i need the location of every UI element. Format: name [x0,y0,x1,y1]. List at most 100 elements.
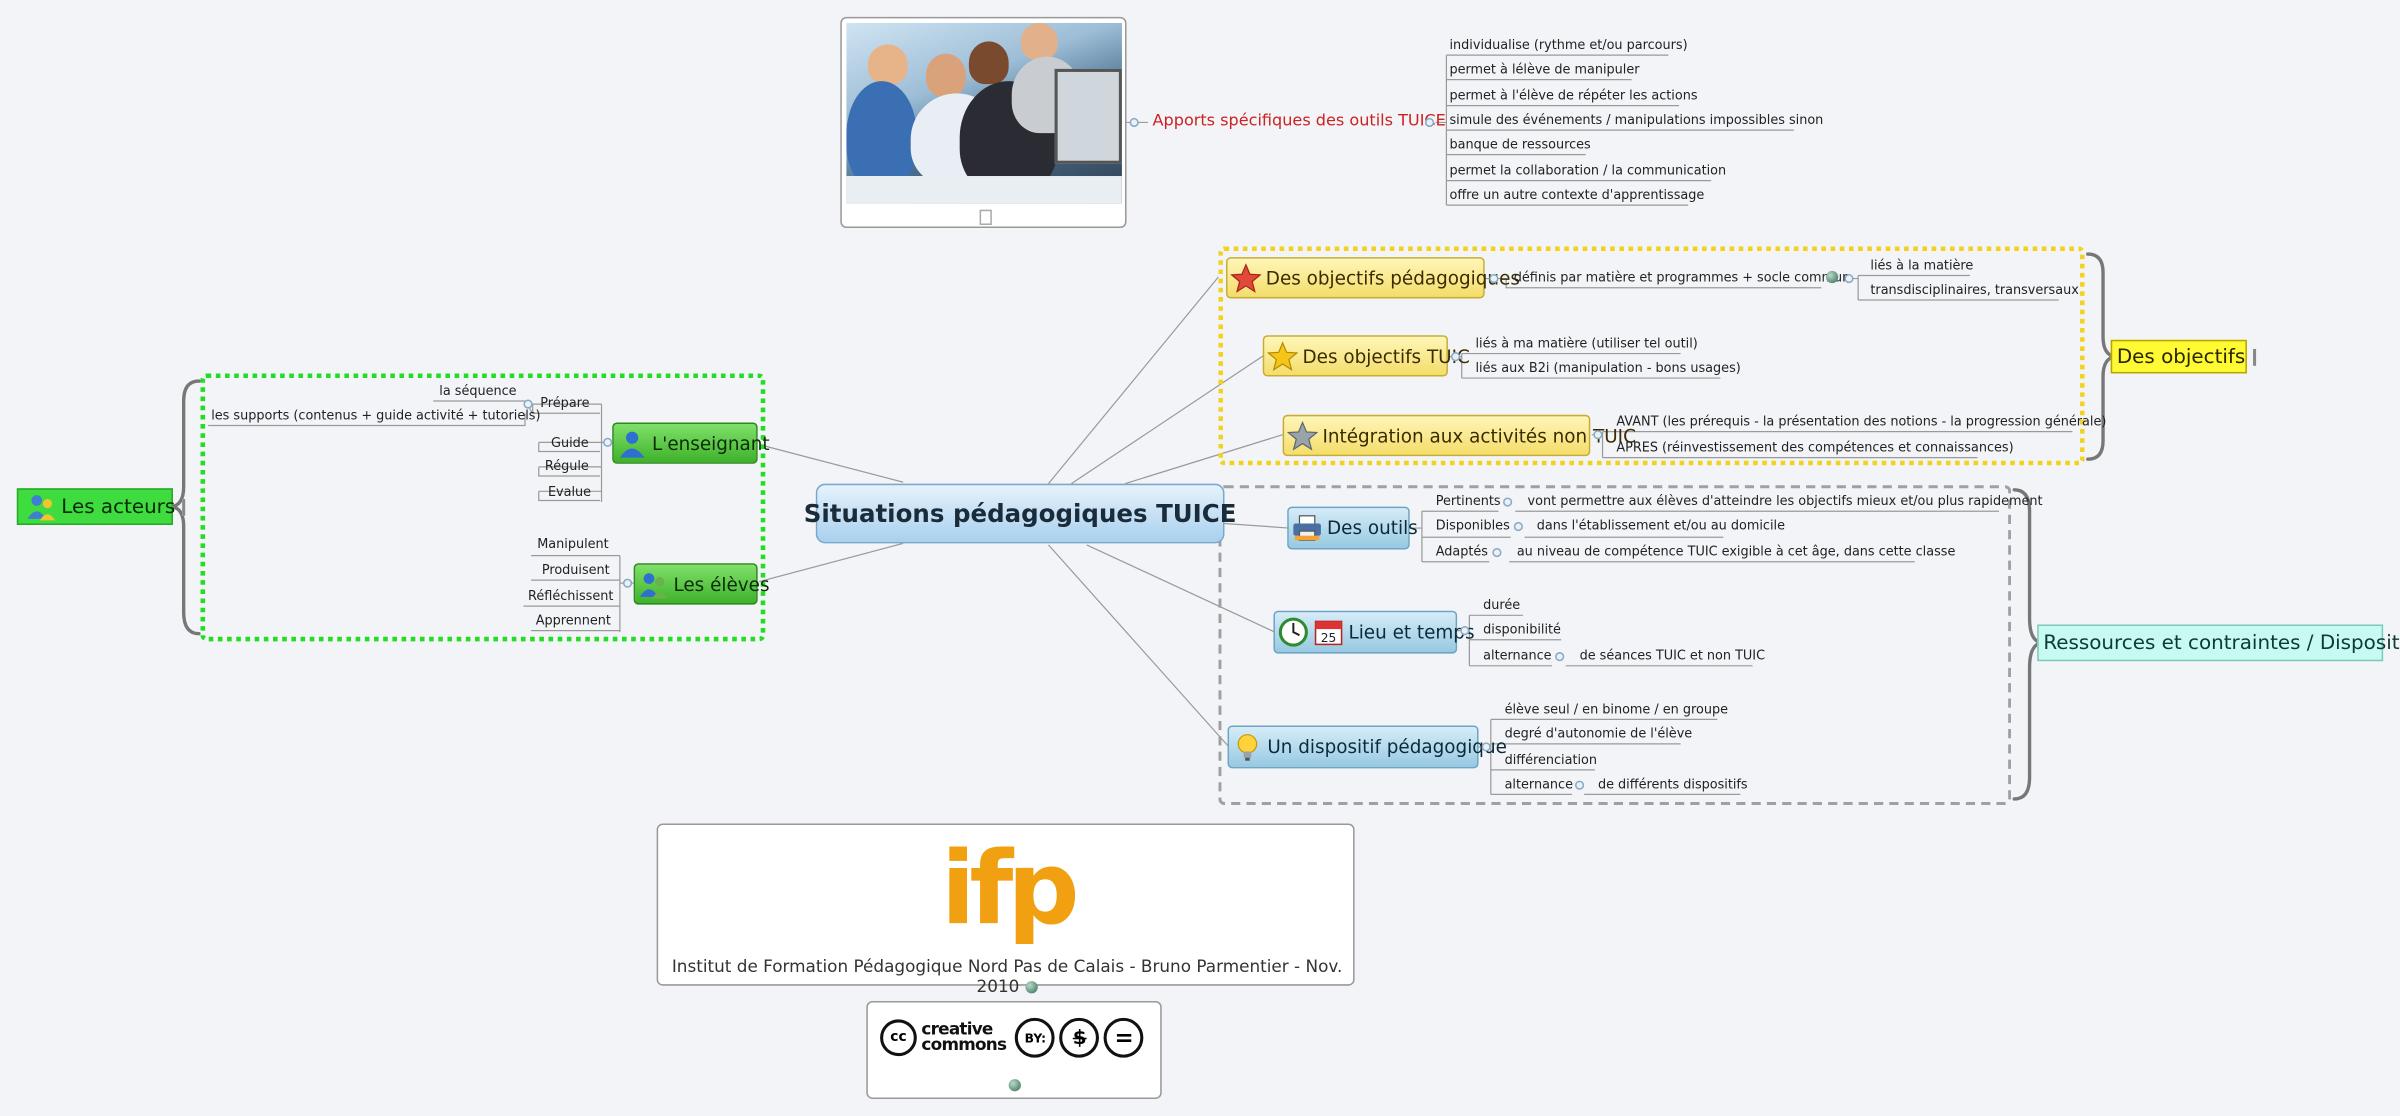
cc-word-commons: commons [921,1034,1007,1055]
central-topic[interactable]: Situations pédagogiques TUICE [804,483,1237,544]
topic-label: Les élèves [673,573,770,595]
cc-license-badge: cc creative commons BY: $ = [880,1017,1145,1058]
topic-objectifs-tuic[interactable]: Des objectifs TUIC [1262,335,1470,377]
creative-commons-frame: cc creative commons BY: $ = [866,1001,1162,1099]
leaf-disponibilite[interactable]: disponibilité [1483,621,1561,637]
collapse-handle[interactable] [1593,430,1603,440]
leaf-autonomie[interactable]: degré d'autonomie de l'élève [1504,725,1693,741]
leaf-avant[interactable]: AVANT (les prérequis - la présentation d… [1616,413,2107,429]
summary-les-acteurs[interactable]: Les acteurs [16,488,186,525]
leaf-tuic-matiere[interactable]: liés à ma matière (utiliser tel outil) [1475,335,1698,351]
summary-des-objectifs[interactable]: Des objectifs [2110,339,2257,374]
leaf-differenciation[interactable]: différenciation [1504,751,1598,767]
leaf-disponibles-value[interactable]: dans l'établissement et/ou au domicile [1536,517,1785,533]
collapse-handle[interactable] [1492,547,1502,558]
cc-nc-icon: $ [1059,1017,1100,1058]
attachment-icon [979,209,992,225]
topic-objectifs-pedagogiques[interactable]: Des objectifs pédagogiques [1226,257,1520,299]
ifp-credit-frame: ifp Institut de Formation Pédagogique No… [656,823,1355,996]
topic-enseignant[interactable]: L'enseignant [612,422,770,464]
leaf-manipulent[interactable]: Manipulent [537,535,609,552]
summary-ressources[interactable]: Ressources et contraintes / Dispositif [2037,624,2400,662]
collapse-handle[interactable] [1460,626,1470,636]
objectifs-boundary [1218,246,2085,466]
leaf-apport-6[interactable]: permet la collaboration / la communicati… [1449,162,1727,178]
leaf-evalue[interactable]: Evalue [547,483,592,499]
summary-label: Ressources et contraintes / Dispositif [2043,631,2400,655]
cc-by-icon: BY: [1015,1017,1056,1058]
collapse-handle[interactable] [1489,273,1499,284]
leaf-lies-matiere[interactable]: liés à la matière [1870,257,1974,273]
collapse-handle[interactable] [1513,521,1523,532]
collapse-handle[interactable] [603,437,613,447]
topic-apports[interactable]: Apports spécifiques des outils TUICE [1152,111,1446,131]
leaf-apport-1[interactable]: individualise (rythme et/ou parcours) [1449,36,1688,53]
leaf-prepare[interactable]: Prépare [540,394,590,411]
globe-icon [1025,981,1038,994]
printer-icon [1292,513,1323,544]
collapse-handle[interactable] [1481,742,1491,752]
topic-label: L'enseignant [652,432,770,454]
collapse-handle[interactable] [1424,117,1435,128]
topic-des-outils[interactable]: Des outils [1287,506,1418,550]
leaf-supports[interactable]: les supports (contenus + guide activité … [211,407,541,423]
leaf-adaptes-key[interactable]: Adaptés [1435,543,1488,559]
globe-icon [1826,270,1839,284]
leaf-apport-3[interactable]: permet à l'élève de répéter les actions [1449,87,1698,103]
leaf-regule[interactable]: Régule [544,457,589,473]
leaf-adaptes-value[interactable]: au niveau de compétence TUIC exigible à … [1516,543,1956,559]
topic-label: Des outils [1327,517,1418,539]
collapse-handle[interactable] [1844,273,1854,284]
collapse-handle[interactable] [1555,652,1565,662]
leaf-apres[interactable]: APRES (réinvestissement des compétences … [1616,439,2014,455]
note-icon [182,498,186,516]
leaf-reflechissent[interactable]: Réfléchissent [528,587,614,604]
leaf-alternance-key[interactable]: alternance [1483,647,1552,663]
leaf-transdisciplinaires[interactable]: transdisciplinaires, transversaux [1870,281,2079,297]
topic-label: Des objectifs TUIC [1302,345,1470,367]
leaf-duree[interactable]: durée [1483,596,1521,613]
topic-dispositif[interactable]: Un dispositif pédagogique [1227,725,1507,769]
leaf-disponibles-key[interactable]: Disponibles [1435,517,1510,533]
leaf-pertinents-value[interactable]: vont permettre aux élèves d'atteindre le… [1527,492,2043,509]
leaf-dispo-alternance-value[interactable]: de différents dispositifs [1597,776,1748,792]
lightbulb-icon [1232,732,1263,763]
collapse-handle[interactable] [523,399,533,409]
classroom-photo-frame [840,16,1127,229]
students-icon [638,569,669,600]
leaf-pertinents-key[interactable]: Pertinents [1435,492,1501,509]
topic-integration[interactable]: Intégration aux activités non TUIC [1282,414,1636,457]
collapse-handle[interactable] [1574,780,1585,790]
grey-star-icon [1286,420,1319,451]
topic-lieu-temps[interactable]: 25 Lieu et temps [1273,610,1475,654]
leaf-apport-4[interactable]: simule des événements / manipulations im… [1449,111,1824,128]
globe-icon [1008,1079,1021,1092]
collapse-handle[interactable] [1503,497,1513,507]
leaf-apport-7[interactable]: offre un autre contexte d'apprentissage [1449,186,1705,203]
clock-icon [1278,617,1309,648]
summary-label: Des objectifs [2116,345,2246,369]
cc-nd-icon: = [1104,1017,1145,1058]
leaf-apprennent[interactable]: Apprennent [535,612,611,628]
leaf-produisent[interactable]: Produisent [541,561,610,578]
central-title: Situations pédagogiques TUICE [803,498,1237,529]
leaf-apport-5[interactable]: banque de ressources [1449,136,1591,152]
leaf-definis[interactable]: définis par matière et programmes + socl… [1513,269,1851,285]
note-icon [2252,348,2257,366]
gold-star-icon [1266,340,1299,372]
collapse-handle[interactable] [1451,352,1461,362]
leaf-sequence[interactable]: la séquence [439,382,517,398]
collapse-handle[interactable] [1129,117,1139,128]
svg-text:25: 25 [1321,631,1337,645]
topic-eleves[interactable]: Les élèves [633,563,770,605]
leaf-tuic-b2i[interactable]: liés aux B2i (manipulation - bons usages… [1475,359,1741,375]
leaf-guide[interactable]: Guide [551,434,589,450]
acteurs-boundary [200,373,766,642]
collapse-handle[interactable] [622,578,633,588]
leaf-apport-2[interactable]: permet à lélève de manipuler [1449,61,1640,77]
leaf-seul-binome[interactable]: élève seul / en binome / en groupe [1504,701,1728,717]
calendar-icon: 25 [1313,617,1344,648]
leaf-alternance-value[interactable]: de séances TUIC et non TUIC [1579,647,1766,663]
leaf-dispo-alternance-key[interactable]: alternance [1504,776,1574,792]
